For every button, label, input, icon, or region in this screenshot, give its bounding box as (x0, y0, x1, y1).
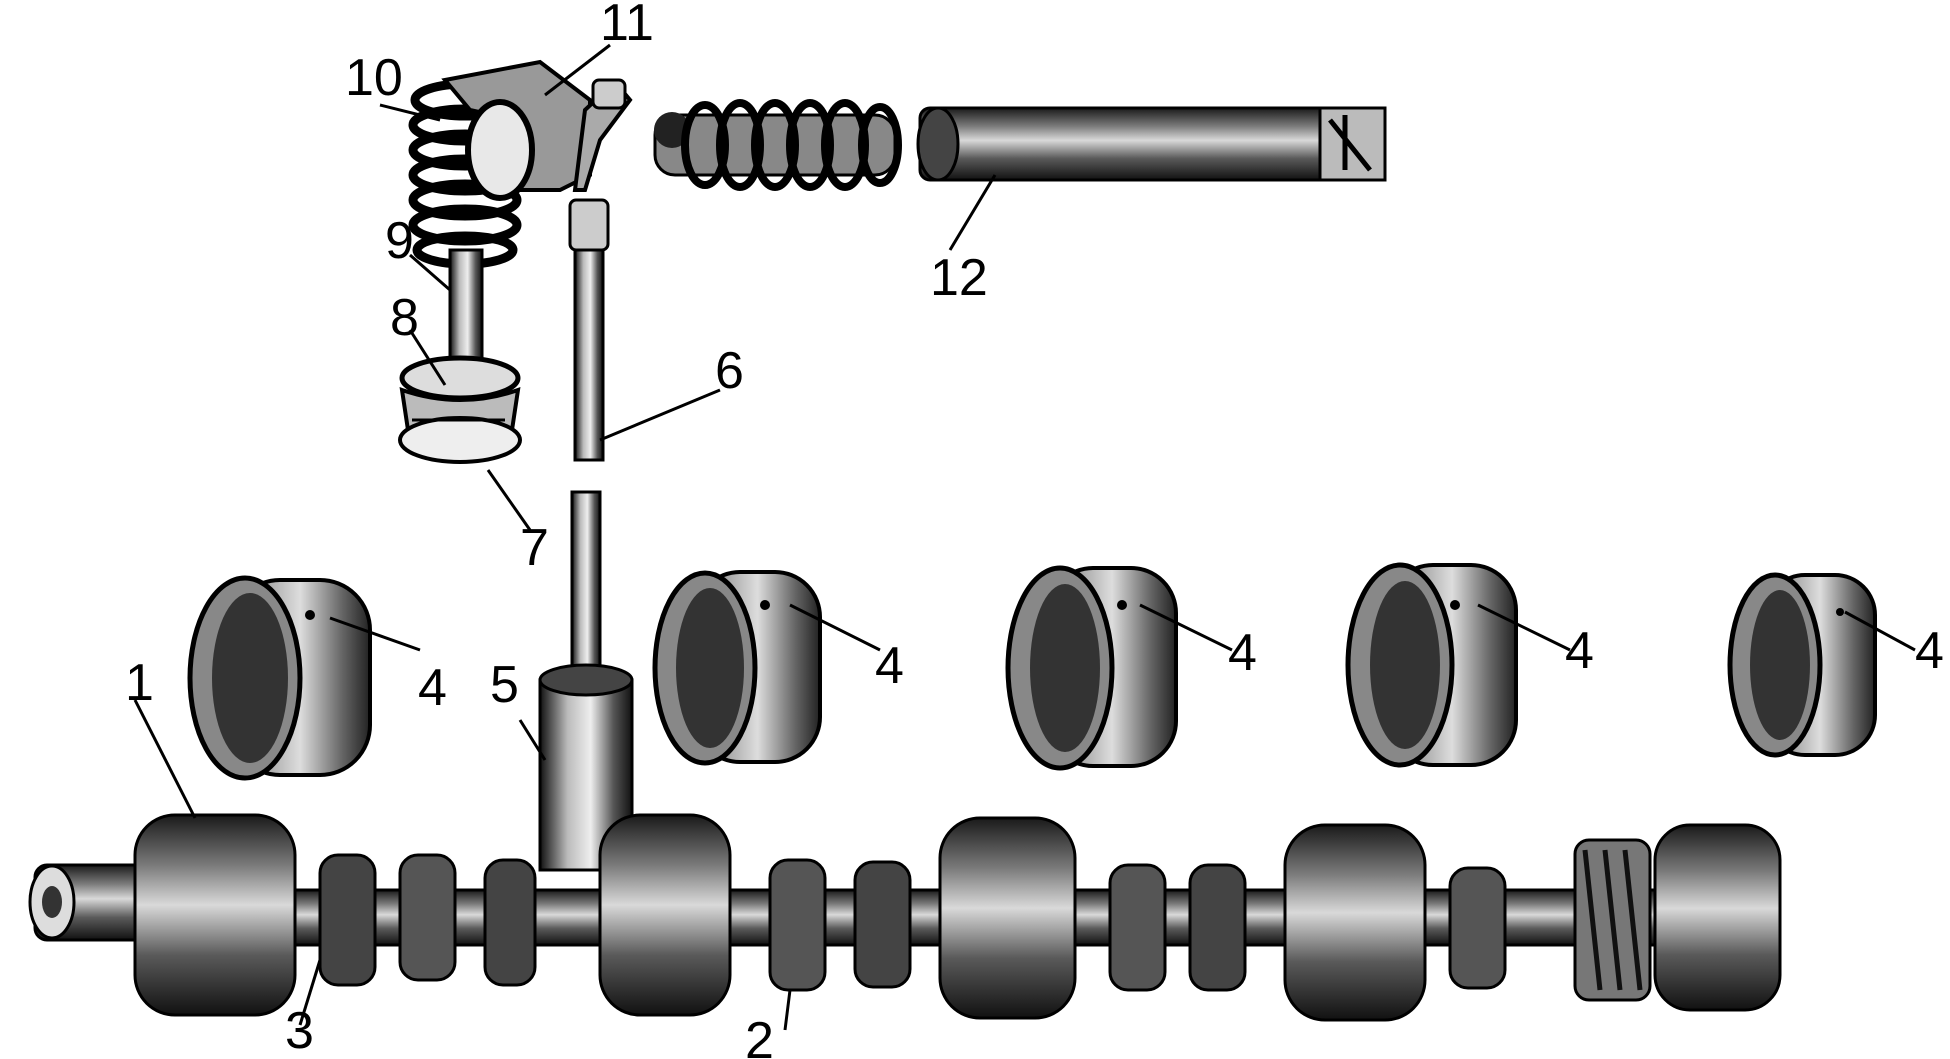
rocker-arm (441, 59, 633, 201)
label-11: 11 (600, 0, 654, 52)
intake-valve (398, 248, 522, 464)
label-4-a: 4 (418, 659, 447, 717)
label-1: 1 (125, 654, 154, 712)
label-7: 7 (520, 519, 549, 577)
camshaft (28, 813, 1782, 1022)
label-6: 6 (715, 342, 744, 400)
label-9: 9 (385, 212, 414, 270)
bearing-2 (652, 570, 822, 766)
label-3: 3 (285, 1002, 314, 1059)
label-10: 10 (345, 49, 403, 107)
bearing-3 (1005, 565, 1178, 771)
push-rod (568, 198, 610, 684)
label-4-e: 4 (1915, 622, 1944, 680)
rocker-shaft (916, 106, 1387, 182)
part-labels: 1 2 3 4 4 4 4 4 5 6 7 8 9 10 11 12 (125, 0, 1944, 1059)
label-4-d: 4 (1565, 622, 1594, 680)
rocker-spring (653, 99, 902, 191)
label-2: 2 (745, 1012, 774, 1059)
label-8: 8 (390, 289, 419, 347)
label-12: 12 (930, 249, 988, 307)
tappet (538, 663, 634, 872)
leader-lines (133, 43, 1916, 1031)
label-4-c: 4 (1228, 624, 1257, 682)
label-4-b: 4 (875, 637, 904, 695)
label-5: 5 (490, 656, 519, 714)
bearing-5 (1727, 572, 1877, 758)
bearing-1 (187, 575, 372, 781)
bearing-4 (1345, 562, 1518, 768)
